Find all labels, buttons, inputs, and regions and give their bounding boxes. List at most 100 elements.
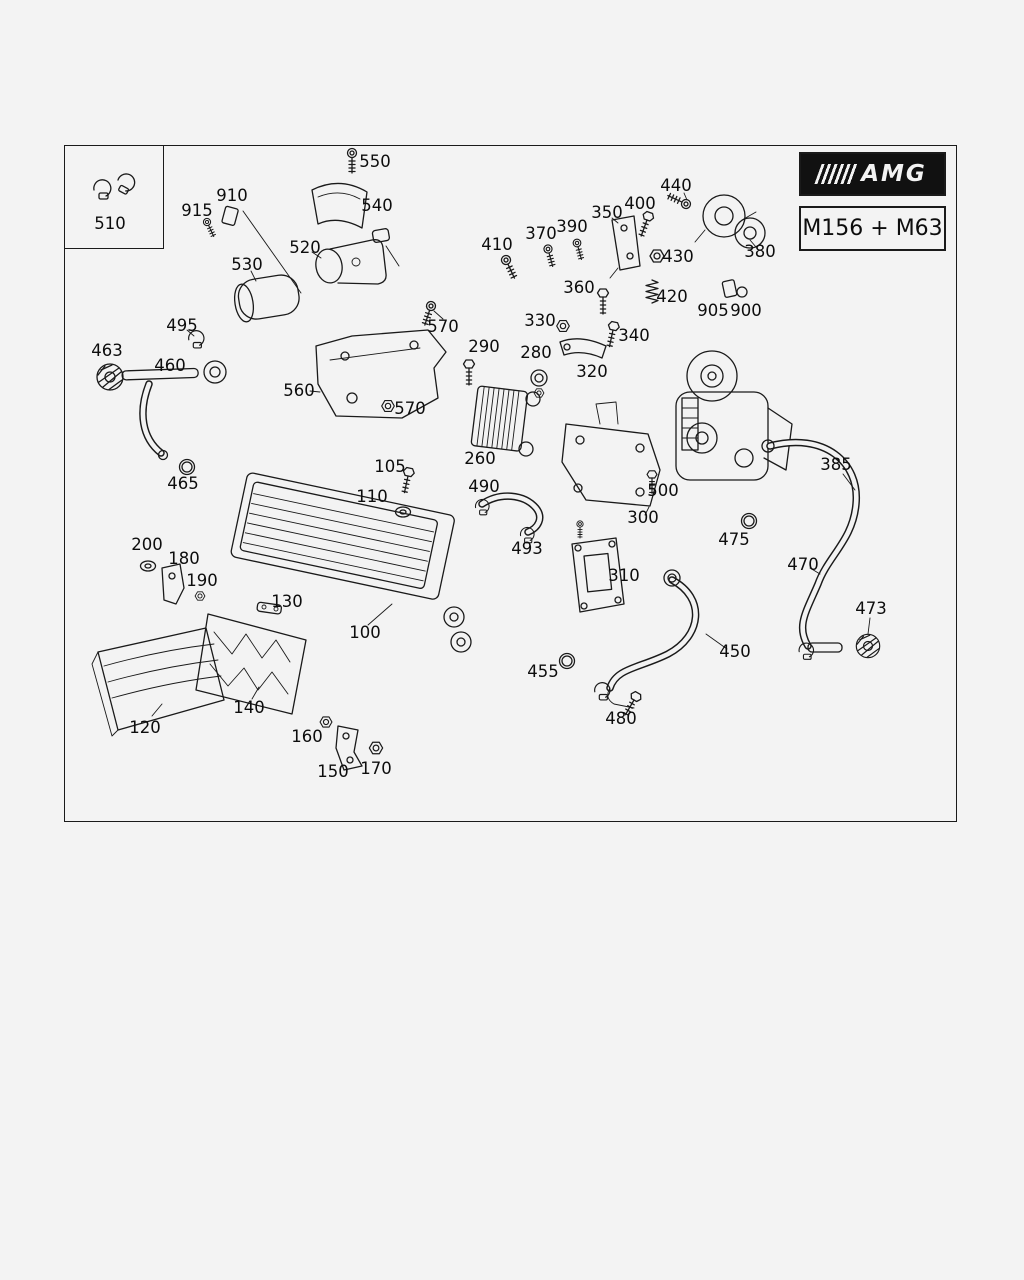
part-callout-380-10: 380: [744, 241, 776, 261]
part-350-bracket: [609, 215, 641, 279]
leader-lines: [151, 192, 871, 717]
inset-part-box: [64, 145, 164, 249]
part-callout-905-16: 905: [697, 300, 729, 320]
part-callout-490-33: 490: [468, 476, 500, 496]
part-330-nut: [556, 320, 570, 332]
part-120-air-duct: [91, 627, 225, 737]
part-callout-420-15: 420: [656, 286, 688, 306]
part-910-sensor: [221, 205, 239, 226]
part-callout-190-43: 190: [186, 570, 218, 590]
part-callout-475-37: 475: [718, 529, 750, 549]
part-callout-540-3: 540: [361, 195, 393, 215]
part-510-clamps: [93, 170, 139, 200]
part-callout-300-36: 300: [627, 507, 659, 527]
part-540-half-shell: [311, 182, 368, 229]
part-callout-430-11: 430: [662, 246, 694, 266]
part-460-hose: [121, 360, 227, 461]
part-callout-110-35: 110: [356, 486, 388, 506]
part-callout-560-27: 560: [283, 380, 315, 400]
part-callout-455-48: 455: [527, 661, 559, 681]
part-callout-493-39: 493: [511, 538, 543, 558]
part-callout-310-42: 310: [608, 565, 640, 585]
part-callout-340-21: 340: [618, 325, 650, 345]
part-400-bolt: [635, 209, 656, 239]
part-520-pump: [315, 228, 400, 285]
part-550-screw: [346, 147, 358, 174]
part-callout-260-30: 260: [464, 448, 496, 468]
part-385-470-hose: [761, 438, 860, 660]
part-475-oring: [740, 512, 758, 530]
part-callout-290-23: 290: [468, 336, 500, 356]
part-390-screw: [571, 237, 586, 261]
part-callout-370-8: 370: [525, 223, 557, 243]
part-callout-350-6: 350: [591, 202, 623, 222]
part-310-bracket: [571, 520, 625, 613]
part-callout-910-1: 910: [216, 185, 248, 205]
part-callout-500-34: 500: [647, 480, 679, 500]
part-callout-160-52: 160: [291, 726, 323, 746]
amg-logo-badge: AMG: [799, 152, 946, 196]
part-callout-550-0: 550: [359, 151, 391, 171]
part-callout-520-12: 520: [289, 237, 321, 257]
part-200-grommet: [139, 560, 157, 572]
part-callout-915-2: 915: [181, 200, 213, 220]
part-530-damper: [233, 274, 300, 323]
part-callout-465-32: 465: [167, 473, 199, 493]
part-280-fitting: [530, 369, 548, 398]
part-915-screw: [201, 216, 218, 239]
part-callout-390-7: 390: [556, 216, 588, 236]
diagram-frame: [64, 145, 957, 822]
part-callout-105-31: 105: [374, 456, 406, 476]
part-callout-510-55: 510: [94, 213, 126, 233]
part-engine-unit: [675, 350, 793, 481]
part-370-screw: [542, 243, 558, 269]
part-callout-470-41: 470: [787, 554, 819, 574]
part-callout-100-46: 100: [349, 622, 381, 642]
part-410-screw: [499, 253, 520, 281]
part-callout-400-5: 400: [624, 193, 656, 213]
part-130-clip: [256, 601, 283, 615]
part-380-air-pump: [694, 194, 766, 249]
part-callout-385-29: 385: [820, 454, 852, 474]
amg-logo-text: AMG: [861, 161, 927, 187]
part-905-900-valve: [721, 279, 748, 298]
part-260-heat-exchanger: [470, 385, 541, 457]
part-callout-460-25: 460: [154, 355, 186, 375]
part-465-oring: [178, 458, 196, 476]
part-473-cap: [855, 633, 881, 659]
part-callout-440-4: 440: [660, 175, 692, 195]
part-570-nut: [381, 400, 395, 412]
part-560-bracket: [315, 329, 447, 419]
part-450-hose: [594, 569, 700, 709]
part-callout-473-45: 473: [855, 598, 887, 618]
part-callout-140-49: 140: [233, 697, 265, 717]
part-455-oring: [558, 652, 576, 670]
part-callout-450-47: 450: [719, 641, 751, 661]
part-callout-410-9: 410: [481, 234, 513, 254]
part-callout-570-18: 570: [427, 316, 459, 336]
part-callout-463-22: 463: [91, 340, 123, 360]
part-callout-150-54: 150: [317, 761, 349, 781]
part-190-nut: [194, 591, 206, 601]
part-callout-320-26: 320: [576, 361, 608, 381]
part-callout-495-19: 495: [166, 315, 198, 335]
part-490-493-hose: [474, 492, 544, 544]
part-300-bracket: [561, 401, 661, 507]
part-callout-180-40: 180: [168, 548, 200, 568]
part-callout-360-14: 360: [563, 277, 595, 297]
part-150-bracket: [335, 725, 363, 771]
part-160-nut: [319, 716, 333, 728]
part-callout-130-44: 130: [271, 591, 303, 611]
part-callout-280-24: 280: [520, 342, 552, 362]
part-callout-330-20: 330: [524, 310, 556, 330]
part-callout-170-53: 170: [360, 758, 392, 778]
part-callout-120-51: 120: [129, 717, 161, 737]
part-360-bolt: [596, 288, 610, 315]
part-callout-480-50: 480: [605, 708, 637, 728]
part-463-cap: [96, 363, 124, 391]
part-170-nut: [368, 741, 384, 755]
part-100-oil-cooler: [230, 472, 472, 653]
part-callout-900-17: 900: [730, 300, 762, 320]
part-callout-530-13: 530: [231, 254, 263, 274]
